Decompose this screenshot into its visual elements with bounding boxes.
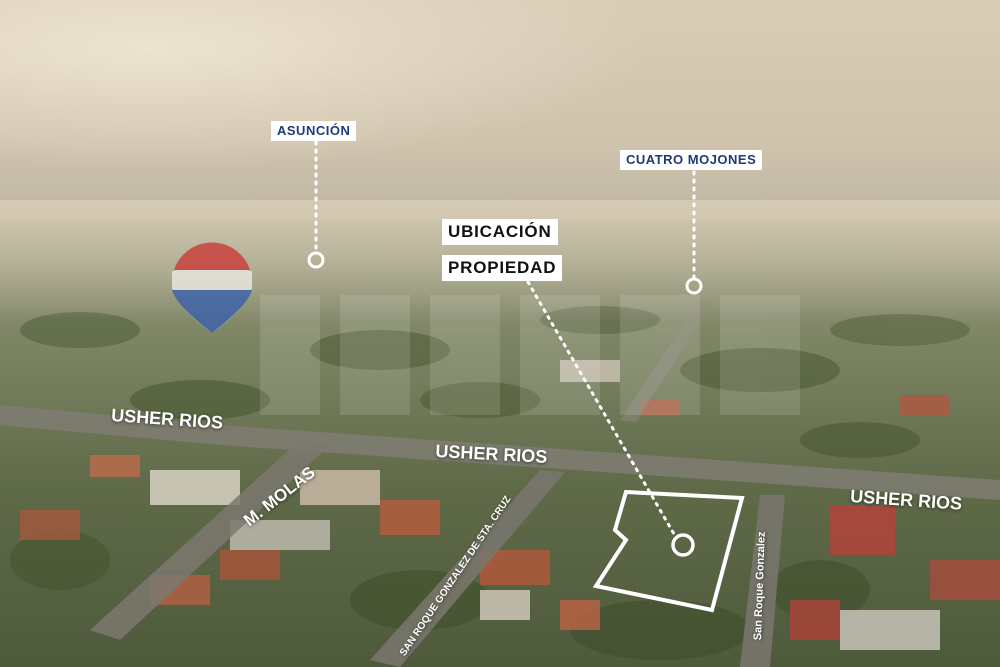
watermark [260, 295, 800, 415]
label-cuatro-mojones: CUATRO MOJONES [620, 150, 763, 170]
cuatro-mojones-marker-icon [685, 277, 703, 295]
property-outline [592, 489, 745, 613]
asuncion-marker-icon [307, 251, 325, 269]
balloon-logo-icon [172, 242, 252, 333]
label-propiedad: PROPIEDAD [442, 255, 563, 281]
label-ubicacion: UBICACIÓN [442, 219, 558, 245]
property-marker-icon [671, 533, 695, 557]
label-asuncion: ASUNCIÓN [271, 121, 357, 141]
